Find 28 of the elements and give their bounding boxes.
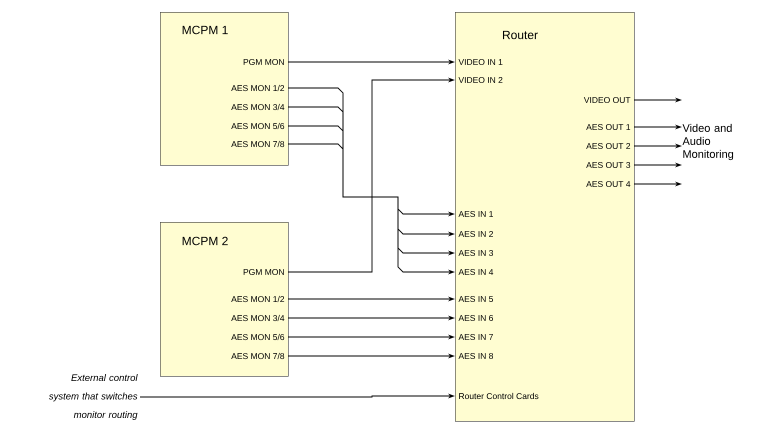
port-label: VIDEO IN 1 [458, 59, 502, 65]
port-label: PGM MON [244, 59, 284, 65]
port-label: AES IN 4 [458, 269, 494, 275]
port-label: AES OUT 1 [586, 124, 630, 130]
port-label: AES IN 3 [458, 250, 494, 256]
port-label: AES OUT 3 [586, 162, 630, 168]
output-label: Video and Audio Monitoring [682, 124, 734, 160]
port-label: AES MON 3/4 [231, 104, 284, 110]
source-label: External control system that switches monitor routing [48, 374, 138, 420]
port-label: AES IN 6 [458, 315, 494, 321]
port-label: VIDEO IN 2 [458, 77, 502, 83]
port-label: AES MON 5/6 [231, 334, 284, 340]
port-label: AES IN 1 [458, 211, 493, 217]
port-label: AES MON 1/2 [231, 296, 284, 302]
port-label: AES MON 5/6 [231, 122, 284, 130]
port-label: AES MON 3/4 [231, 314, 284, 322]
port-label: AES IN 8 [458, 353, 494, 359]
port-label: PGM MON [244, 269, 284, 275]
port-label: Router Control Cards [459, 392, 538, 400]
port-label: VIDEO OUT [584, 97, 630, 103]
port-label: AES IN 7 [458, 334, 493, 340]
port-label: AES MON 1/2 [231, 84, 284, 92]
port-label: AES MON 7/8 [231, 140, 284, 148]
port-label: AES IN 5 [458, 296, 494, 302]
port-label: AES OUT 2 [586, 143, 630, 149]
port-label: AES MON 7/8 [231, 352, 284, 360]
port-label: AES IN 2 [458, 231, 493, 237]
port-label: AES OUT 4 [586, 181, 630, 187]
